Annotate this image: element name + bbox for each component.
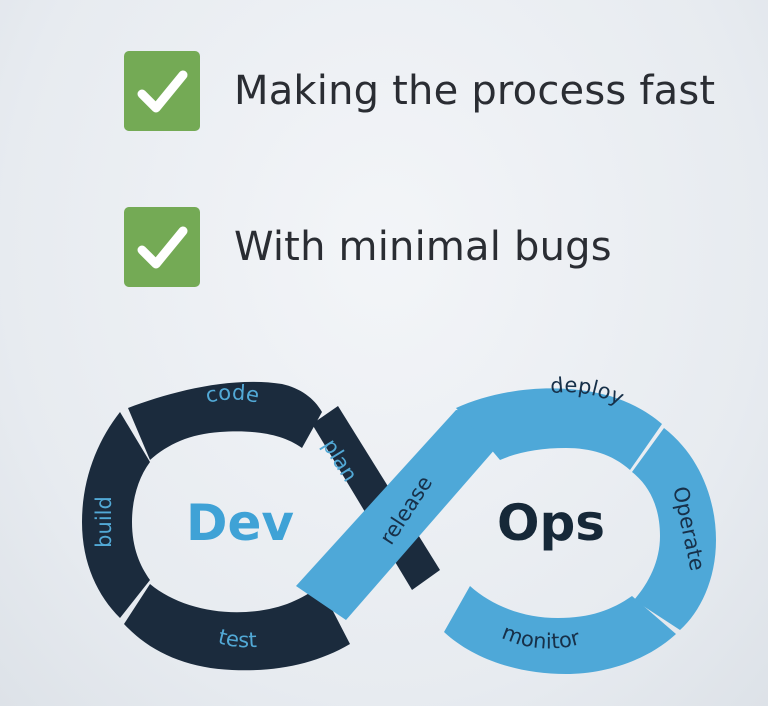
ops-word: Ops xyxy=(497,494,605,552)
check-icon xyxy=(137,226,188,269)
ops-segment-operate xyxy=(632,428,716,630)
dev-segment-test xyxy=(124,584,350,671)
check-icon xyxy=(137,70,188,113)
ops-segment-monitor xyxy=(444,586,676,674)
ops-segment-release xyxy=(296,410,500,620)
checklist-item-bugs: With minimal bugs xyxy=(124,207,612,287)
dev-word: Dev xyxy=(186,494,294,552)
dev-segment-build xyxy=(82,412,150,618)
dev-segment-code xyxy=(128,381,322,460)
stage-label-build: build xyxy=(92,496,116,548)
checkbox xyxy=(124,207,200,287)
checklist-item-fast: Making the process fast xyxy=(124,51,715,131)
checklist-text: Making the process fast xyxy=(234,68,716,114)
checkbox xyxy=(124,51,200,131)
checklist-text: With minimal bugs xyxy=(234,224,612,270)
ops-segment-deploy xyxy=(456,388,662,470)
stage-label-test: test xyxy=(216,625,257,653)
ops-loop xyxy=(296,388,716,674)
